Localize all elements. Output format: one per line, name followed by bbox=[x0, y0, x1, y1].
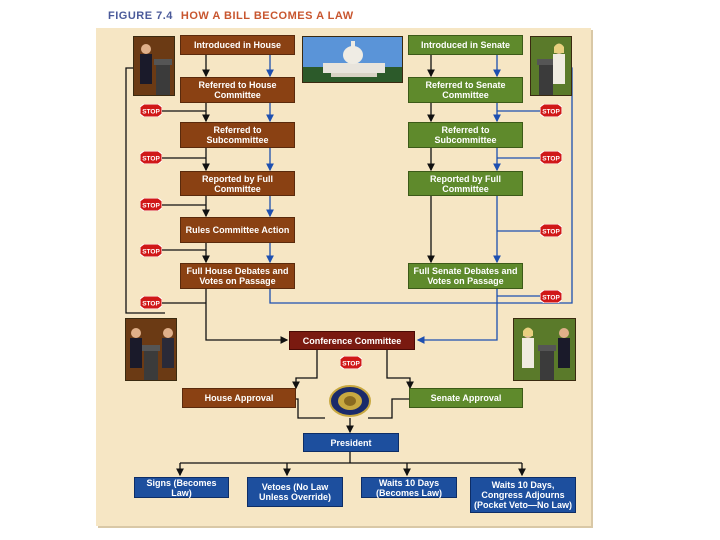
figure-number: FIGURE 7.4 bbox=[108, 10, 173, 22]
house-step-floor-vote: Full House Debates and Votes on Passage bbox=[180, 263, 295, 289]
presidential-seal-icon bbox=[326, 384, 374, 418]
svg-text:STOP: STOP bbox=[542, 156, 560, 163]
stop-sign-icon: STOP bbox=[540, 290, 562, 303]
house-speaker-photo bbox=[133, 36, 175, 96]
senate-step-subcommittee: Referred to Subcommittee bbox=[408, 122, 523, 148]
stop-sign-icon: STOP bbox=[140, 104, 162, 117]
stop-sign-icon: STOP bbox=[540, 104, 562, 117]
senate-step-committee: Referred to Senate Committee bbox=[408, 77, 523, 103]
svg-text:STOP: STOP bbox=[142, 203, 160, 210]
figure-title: FIGURE 7.4 HOW A BILL BECOMES A LAW bbox=[108, 10, 354, 22]
svg-text:STOP: STOP bbox=[542, 229, 560, 236]
outcome-signs: Signs (Becomes Law) bbox=[134, 477, 229, 498]
house-step-introduced: Introduced in House bbox=[180, 35, 295, 55]
senate-step-introduced: Introduced in Senate bbox=[408, 35, 523, 55]
stop-sign-icon: STOP bbox=[140, 198, 162, 211]
house-step-subcommittee: Referred to Subcommittee bbox=[180, 122, 295, 148]
stop-sign-icon: STOP bbox=[340, 356, 362, 369]
figure-name: HOW A BILL BECOMES A LAW bbox=[180, 10, 354, 22]
house-step-full-committee: Reported by Full Committee bbox=[180, 171, 295, 196]
president: President bbox=[303, 433, 399, 452]
stop-sign-icon: STOP bbox=[140, 244, 162, 257]
senate-debate-photo bbox=[513, 318, 576, 381]
senate-speaker-photo bbox=[530, 36, 572, 96]
svg-text:STOP: STOP bbox=[142, 301, 160, 308]
house-approval: House Approval bbox=[182, 388, 296, 408]
house-step-committee: Referred to House Committee bbox=[180, 77, 295, 103]
outcome-vetoes: Vetoes (No Law Unless Override) bbox=[247, 477, 343, 507]
outcome-pocket-veto: Waits 10 Days, Congress Adjourns (Pocket… bbox=[470, 477, 576, 513]
stop-sign-icon: STOP bbox=[140, 296, 162, 309]
svg-text:STOP: STOP bbox=[342, 361, 360, 368]
house-step-rules: Rules Committee Action bbox=[180, 217, 295, 243]
svg-text:STOP: STOP bbox=[542, 295, 560, 302]
senate-step-full-committee: Reported by Full Committee bbox=[408, 171, 523, 196]
outcome-waits: Waits 10 Days (Becomes Law) bbox=[361, 477, 457, 498]
svg-text:STOP: STOP bbox=[542, 109, 560, 116]
svg-text:STOP: STOP bbox=[142, 249, 160, 256]
senate-step-floor-vote: Full Senate Debates and Votes on Passage bbox=[408, 263, 523, 289]
house-debate-photo bbox=[125, 318, 177, 381]
senate-approval: Senate Approval bbox=[409, 388, 523, 408]
stop-sign-icon: STOP bbox=[540, 224, 562, 237]
stop-sign-icon: STOP bbox=[540, 151, 562, 164]
capitol-photo bbox=[302, 36, 403, 83]
conference-committee: Conference Committee bbox=[289, 331, 415, 350]
svg-text:STOP: STOP bbox=[142, 156, 160, 163]
svg-text:STOP: STOP bbox=[142, 109, 160, 116]
stop-sign-icon: STOP bbox=[140, 151, 162, 164]
